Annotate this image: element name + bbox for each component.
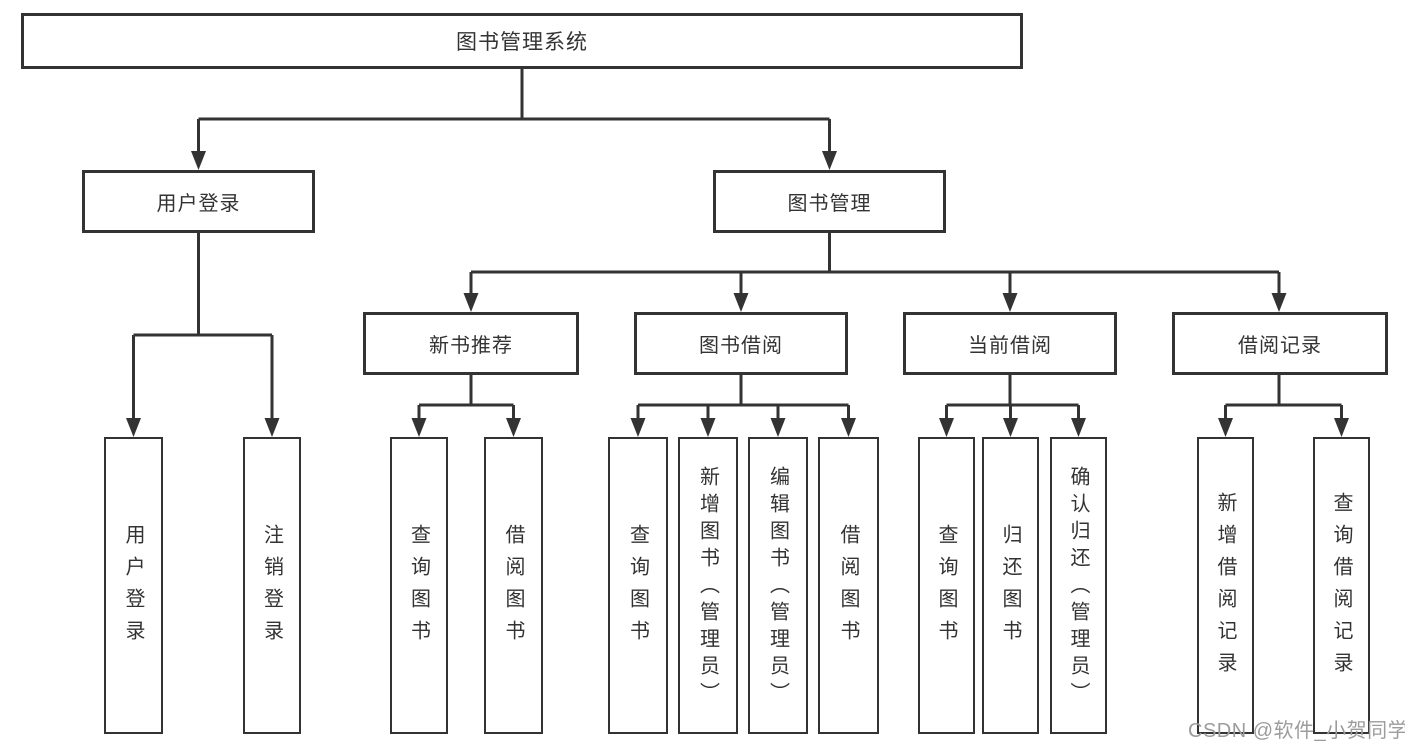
arrow-icon bbox=[630, 418, 646, 437]
node-currentloans-return-books: 归还图书 bbox=[982, 437, 1039, 734]
node-book-management: 图书管理 bbox=[713, 170, 946, 233]
node-new-book-recommend: 新书推荐 bbox=[363, 312, 579, 375]
arrow-icon bbox=[264, 418, 280, 437]
node-records-add-loan-record: 新增借阅记录 bbox=[1197, 437, 1254, 734]
node-newbooks-query-books: 查询图书 bbox=[390, 437, 448, 734]
node-current-loans: 当前借阅 bbox=[903, 312, 1117, 375]
arrow-icon bbox=[770, 418, 786, 437]
arrow-icon bbox=[1002, 293, 1018, 312]
connector-user-login-to-children bbox=[132, 233, 274, 420]
arrow-icon bbox=[700, 418, 716, 437]
arrow-icon bbox=[1218, 418, 1233, 437]
arrow-icon bbox=[939, 418, 954, 437]
arrow-icon bbox=[841, 418, 856, 437]
arrow-icon bbox=[463, 293, 479, 312]
arrow-icon bbox=[126, 418, 141, 437]
arrow-icon bbox=[1334, 418, 1349, 437]
arrow-icon bbox=[506, 418, 521, 437]
node-loan-records: 借阅记录 bbox=[1172, 312, 1388, 375]
connector-book-mgmt-to-level3 bbox=[469, 233, 1281, 295]
arrow-icon bbox=[1003, 418, 1018, 437]
arrow-icon bbox=[411, 418, 427, 437]
node-book-borrowing: 图书借阅 bbox=[634, 312, 848, 375]
arrow-icon bbox=[822, 151, 837, 170]
node-borrowing-query-books: 查询图书 bbox=[608, 437, 668, 734]
node-library-management-system: 图书管理系统 bbox=[21, 13, 1023, 69]
node-user-login: 用户登录 bbox=[104, 437, 163, 734]
node-borrowing-edit-books-admin: 编辑图书（管理员） bbox=[748, 437, 808, 734]
node-logout: 注销登录 bbox=[243, 437, 301, 734]
node-newbooks-borrow-books: 借阅图书 bbox=[484, 437, 543, 734]
connector-new-books-to-children bbox=[417, 375, 515, 420]
arrow-icon bbox=[1271, 293, 1287, 312]
connector-loan-records-to-children bbox=[1224, 375, 1343, 420]
arrowheads bbox=[126, 151, 1349, 437]
node-currentloans-confirm-return-admin: 确认归还（管理员） bbox=[1050, 437, 1107, 734]
arrow-icon bbox=[191, 151, 206, 170]
connector-book-borrow-to-children bbox=[636, 375, 850, 420]
node-borrowing-add-books-admin: 新增图书（管理员） bbox=[678, 437, 738, 734]
connector-current-loans-to-children bbox=[945, 375, 1080, 420]
node-records-query-loan-record: 查询借阅记录 bbox=[1313, 437, 1370, 734]
arrow-icon bbox=[733, 293, 749, 312]
arrow-icon bbox=[1071, 418, 1086, 437]
csdn-watermark: CSDN @软件_小贺同学 bbox=[1188, 720, 1405, 742]
connector-root-to-level2 bbox=[197, 69, 831, 153]
node-currentloans-query-books: 查询图书 bbox=[918, 437, 975, 734]
node-user-login-group: 用户登录 bbox=[82, 170, 315, 233]
node-borrowing-borrow-books: 借阅图书 bbox=[818, 437, 879, 734]
